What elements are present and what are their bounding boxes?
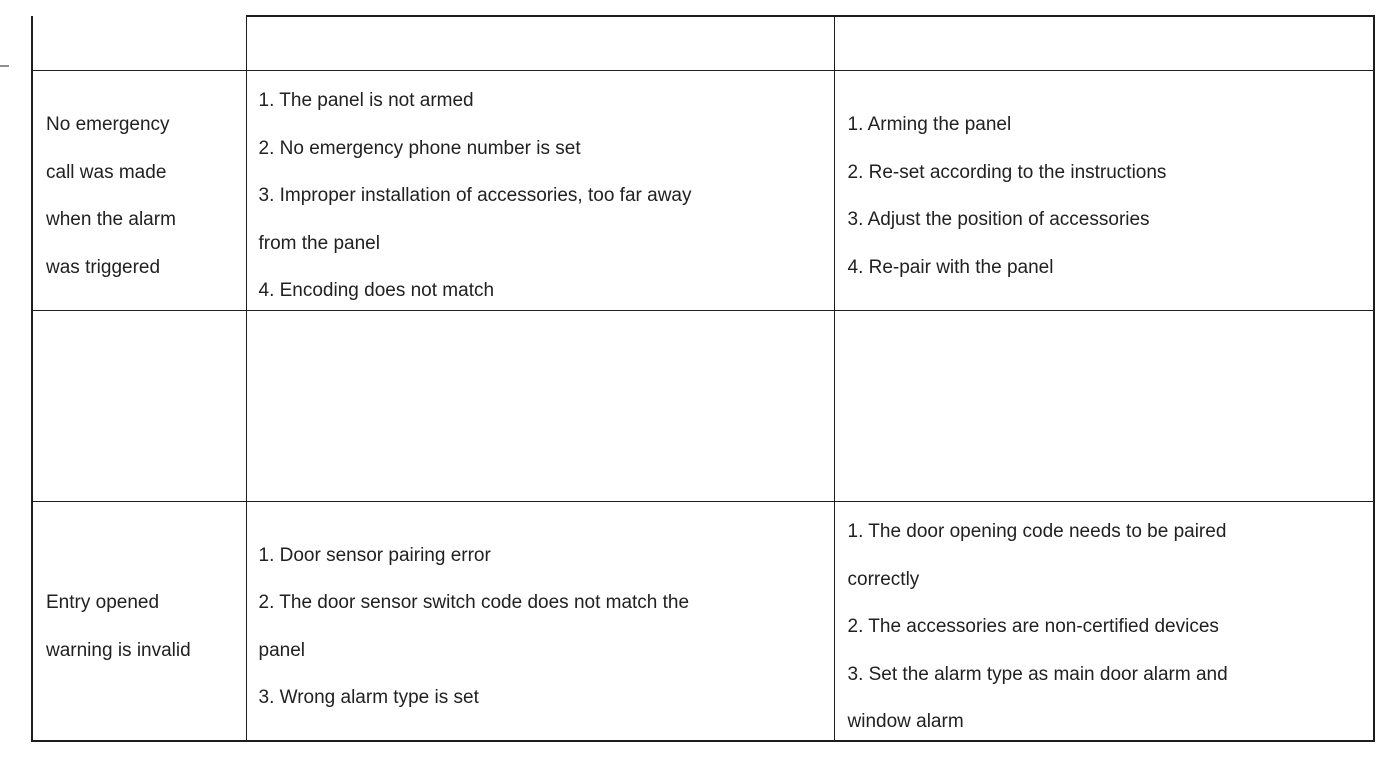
solution-item: 2. Re-set according to the instructions xyxy=(847,161,1167,183)
table-row-no-emergency-call: No emergency call was made when the alar… xyxy=(31,69,1375,311)
solutions-cell-empty xyxy=(833,309,1375,502)
solution-item: 3. Adjust the position of accessories xyxy=(847,209,1150,230)
table-row-cutoff xyxy=(31,15,1375,71)
causes-cell-cutoff xyxy=(245,15,835,71)
issue-cell-empty xyxy=(31,309,247,502)
solution-item: 2. The accessories are non-certified dev… xyxy=(847,616,1219,637)
issue-text-line: was triggered xyxy=(46,256,161,278)
solutions-cell: 1. The door opening code needs to be pai… xyxy=(833,500,1375,742)
solution-item: 1. Arming the panel xyxy=(847,114,1012,135)
page-edge-artifact xyxy=(0,65,9,67)
cause-item: 4. Encoding does not match xyxy=(258,280,495,302)
cause-item-wrap: panel xyxy=(258,639,306,661)
issue-text-line: warning is invalid xyxy=(46,639,191,661)
causes-cell: 1. The panel is not armed 2. No emergenc… xyxy=(245,69,835,311)
solution-item: 1. The door opening code needs to be pai… xyxy=(847,521,1227,542)
cause-item: 1. Door sensor pairing error xyxy=(258,544,491,566)
issue-text-line: when the alarm xyxy=(46,209,176,230)
table-row-entry-opened-warning: Entry opened warning is invalid 1. Door … xyxy=(31,500,1375,742)
solutions-cell-cutoff xyxy=(833,15,1375,71)
troubleshooting-table: No emergency call was made when the alar… xyxy=(31,15,1375,742)
solutions-cell: 1. Arming the panel 2. Re-set according … xyxy=(833,69,1375,311)
solution-item: 3. Set the alarm type as main door alarm… xyxy=(847,663,1228,685)
cause-item: 2. The door sensor switch code does not … xyxy=(258,592,690,614)
issue-text-line: Entry opened xyxy=(46,592,160,614)
cause-item: 3. Wrong alarm type is set xyxy=(258,687,479,709)
causes-cell-empty xyxy=(245,309,835,502)
issue-text-line: call was made xyxy=(46,161,167,183)
cause-item: 2. No emergency phone number is set xyxy=(258,137,581,159)
solution-item: 4. Re-pair with the panel xyxy=(847,256,1054,278)
issue-cell: Entry opened warning is invalid xyxy=(31,500,247,742)
issue-cell: No emergency call was made when the alar… xyxy=(31,69,247,311)
table-row-empty xyxy=(31,309,1375,502)
cause-item: 3. Improper installation of accessories,… xyxy=(258,185,692,207)
solution-item-wrap: window alarm xyxy=(847,711,964,732)
solution-item-wrap: correctly xyxy=(847,568,920,590)
cause-item-wrap: from the panel xyxy=(258,232,380,254)
issue-cell-cutoff xyxy=(31,16,247,71)
causes-cell: 1. Door sensor pairing error 2. The door… xyxy=(245,500,835,742)
issue-text-line: No emergency xyxy=(46,114,170,135)
cause-item: 1. The panel is not armed xyxy=(258,90,474,112)
